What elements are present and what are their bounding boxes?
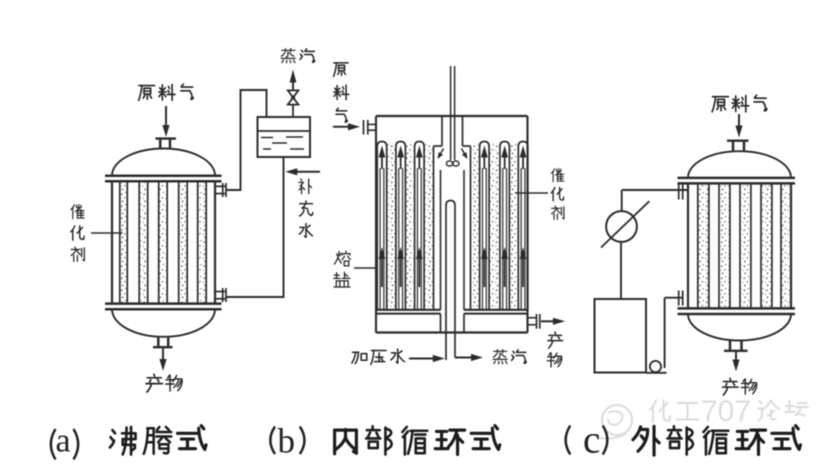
svg-text:c: c: [583, 419, 600, 462]
svg-text:b: b: [278, 422, 296, 461]
svg-text:707: 707: [701, 395, 751, 428]
svg-text:a: a: [56, 423, 71, 460]
